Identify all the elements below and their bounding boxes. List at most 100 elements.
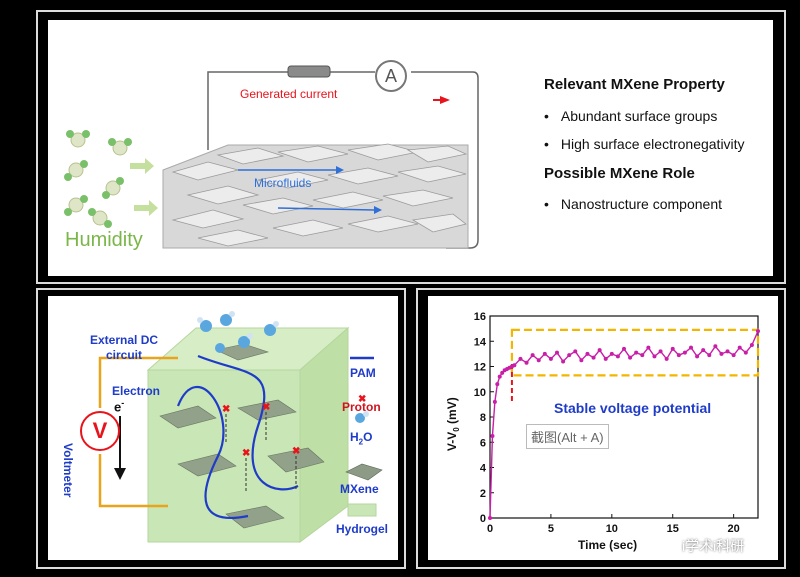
- legend-proton: Proton: [342, 400, 381, 414]
- legend-h2o: H2O: [350, 430, 373, 447]
- svg-text:✖: ✖: [242, 448, 250, 459]
- data-point: [719, 351, 724, 356]
- data-point: [701, 348, 706, 353]
- bottom-right-panel: 0 5 10 15 20 0 2 4 6 8 10 12 14 16 Stable voltage pot…: [428, 296, 778, 560]
- data-point: [670, 346, 675, 351]
- data-point: [737, 345, 742, 350]
- hydrogel-illustration: ✖ ✖ ✖ ✖ ✖: [98, 311, 383, 543]
- data-point: [542, 351, 547, 356]
- mxene-stack: [162, 143, 469, 249]
- data-point: [695, 354, 700, 359]
- data-point: [524, 360, 529, 365]
- svg-text:✖: ✖: [358, 394, 366, 405]
- chart-axes: [489, 315, 759, 519]
- role-heading: Possible MXene Role: [544, 165, 695, 182]
- bottom-left-frame: [36, 288, 406, 569]
- data-point: [597, 348, 602, 353]
- voltage-chart: 0 5 10 15 20 0 2 4 6 8 10 12 14 16: [474, 311, 760, 535]
- bottom-left-panel: ✖ ✖ ✖ ✖ ✖ V External DC circuit Electron e…: [48, 296, 398, 560]
- data-point: [567, 353, 572, 358]
- stable-region-box: [510, 328, 760, 377]
- data-point: [646, 345, 651, 350]
- data-point: [555, 350, 559, 355]
- y-tick-label: 16: [474, 311, 486, 323]
- y-tick-label: 10: [474, 387, 486, 399]
- data-point: [579, 358, 584, 363]
- resistor: [287, 65, 331, 78]
- data-point: [652, 354, 657, 359]
- data-point: [530, 353, 535, 358]
- electron-symbol: e-: [114, 398, 125, 415]
- x-tick-label: 15: [667, 523, 679, 535]
- top-panel-frame: [36, 10, 786, 284]
- data-point: [615, 354, 620, 359]
- data-point: [707, 353, 712, 358]
- y-tick-label: 0: [480, 513, 486, 525]
- data-point: [713, 344, 718, 349]
- property-heading: Relevant MXene Property: [544, 76, 725, 93]
- water-molecules: [64, 130, 132, 228]
- x-axis-label: Time (sec): [578, 538, 638, 552]
- circuit-label: circuit: [106, 348, 143, 362]
- x-tick-label: 20: [728, 523, 740, 535]
- data-point: [548, 356, 553, 361]
- x-tick-label: 10: [606, 523, 618, 535]
- data-point: [561, 359, 566, 364]
- data-point: [756, 329, 760, 334]
- screenshot-tooltip: 截图(Alt + A): [526, 424, 609, 449]
- y-axis-label: V-V0 (mV): [444, 397, 462, 452]
- y-tick-label: 14: [474, 336, 487, 348]
- data-point: [622, 346, 626, 351]
- y-tick-label: 4: [480, 463, 487, 475]
- generated-current-label: Generated current: [240, 87, 338, 101]
- data-point: [725, 349, 730, 354]
- microfluids-label: Microfluids: [254, 176, 312, 190]
- plot-frame: [489, 315, 759, 519]
- data-point: [585, 351, 590, 356]
- data-point: [518, 356, 523, 361]
- data-point: [500, 370, 505, 375]
- y-tick-label: 8: [480, 412, 486, 424]
- data-point: [573, 349, 578, 354]
- bottom-right-frame: [416, 288, 786, 569]
- ammeter-icon: A: [375, 60, 407, 92]
- voltmeter-label: Voltmeter: [61, 443, 75, 498]
- data-point: [634, 350, 639, 355]
- humidity-label: Humidity: [65, 229, 143, 251]
- x-tick-label: 5: [548, 523, 554, 535]
- data-point: [676, 353, 681, 358]
- data-point: [658, 349, 663, 354]
- data-point: [743, 350, 748, 355]
- data-point: [628, 355, 633, 360]
- stable-voltage-annotation: Stable voltage potential: [554, 400, 712, 416]
- legend-hydrogel: Hydrogel: [336, 522, 389, 536]
- voltmeter-symbol: V: [92, 418, 108, 443]
- data-point: [490, 433, 495, 438]
- data-point: [682, 350, 687, 355]
- data-point: [609, 351, 614, 356]
- svg-text:✖: ✖: [292, 446, 300, 457]
- y-tick-label: 6: [480, 437, 486, 449]
- data-point: [749, 343, 754, 348]
- voltmeter-icon: V: [80, 411, 120, 451]
- svg-text:✖: ✖: [262, 402, 270, 413]
- external-dc-label: External DC: [90, 333, 159, 347]
- property-item: •High surface electronegativity: [544, 136, 745, 152]
- y-tick-label: 2: [480, 488, 486, 500]
- water-cluster: [197, 311, 279, 353]
- data-point: [664, 356, 669, 361]
- watermark: i学术i科研: [682, 538, 745, 554]
- data-point: [492, 399, 497, 404]
- svg-text:✖: ✖: [222, 404, 230, 415]
- mxene-device-illustration: [64, 65, 479, 249]
- legend-mxene: MXene: [340, 482, 379, 496]
- data-point: [689, 345, 693, 350]
- data-point: [495, 382, 500, 387]
- electron-label: Electron: [112, 384, 161, 398]
- data-point: [497, 374, 502, 379]
- x-tick-label: 0: [487, 523, 493, 535]
- data-point: [591, 355, 596, 360]
- y-tick-label: 12: [474, 362, 486, 374]
- top-panel: A Generated current Microfluids Humidity…: [48, 20, 773, 276]
- property-item: •Abundant surface groups: [544, 108, 718, 124]
